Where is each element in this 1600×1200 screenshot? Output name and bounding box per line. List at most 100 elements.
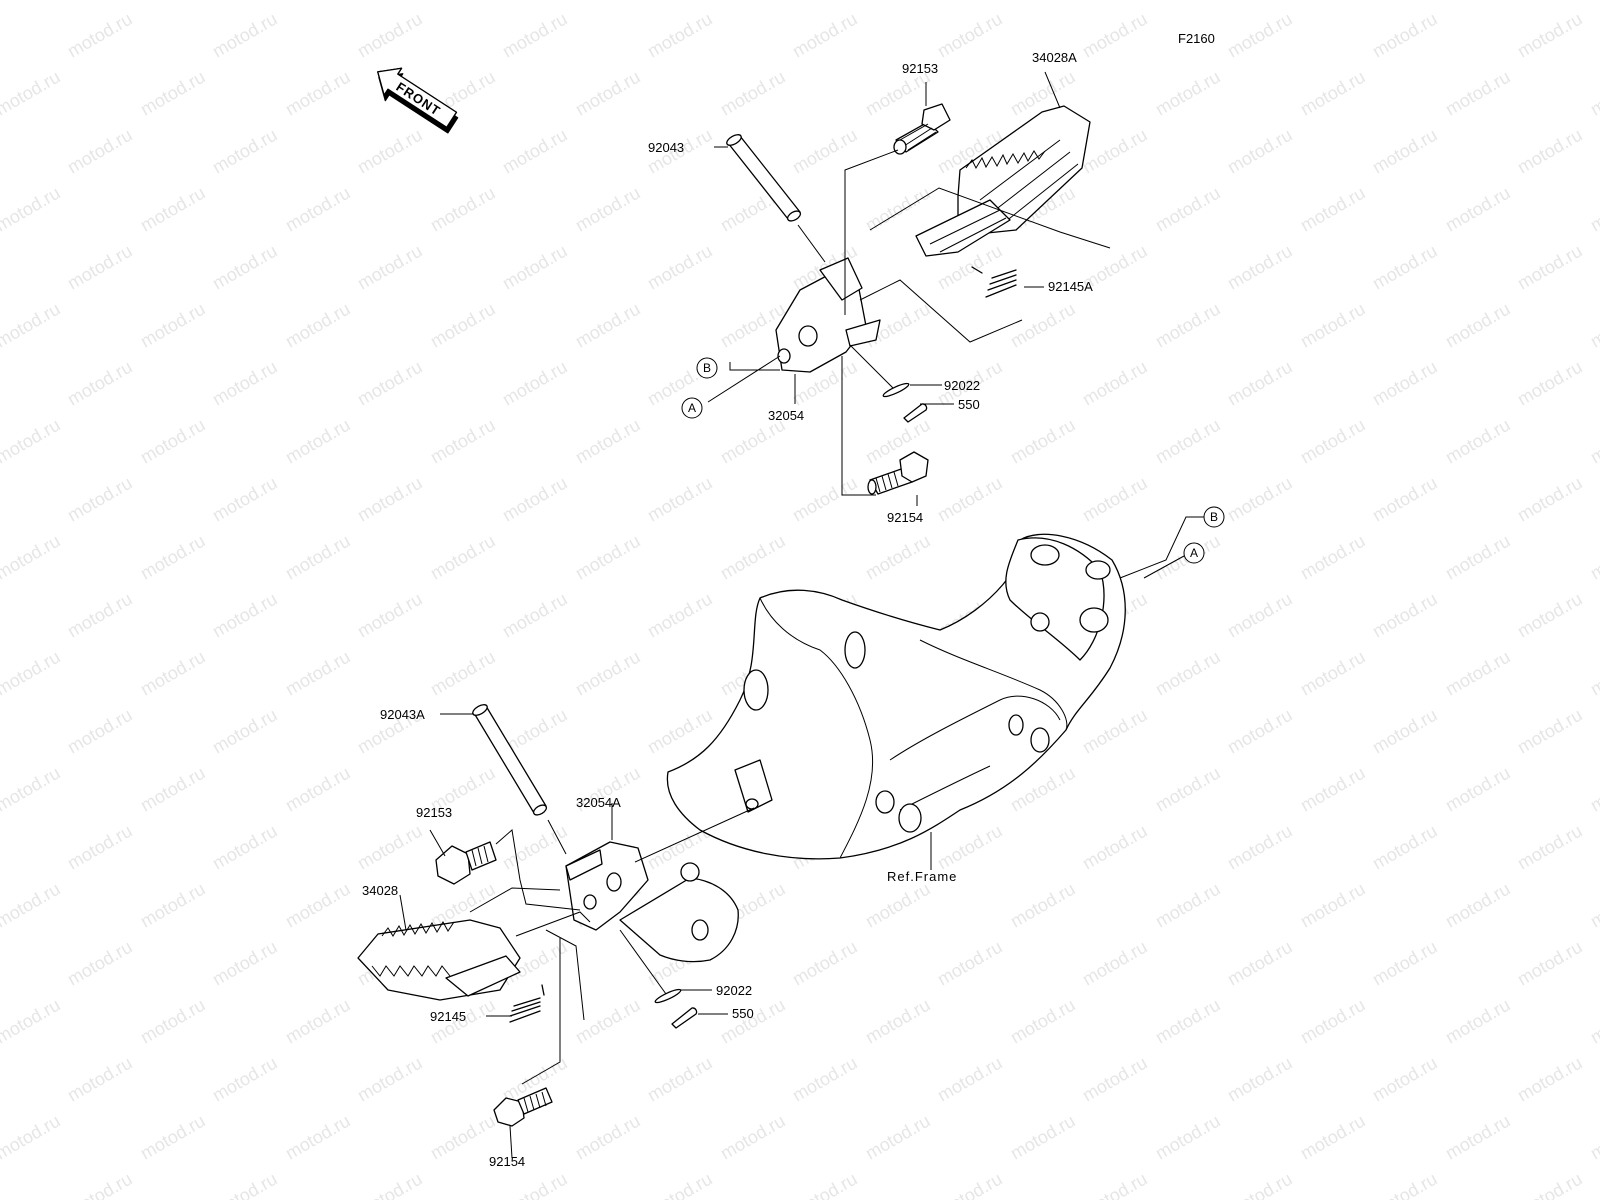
watermark-text: motod.ru (862, 0, 934, 3)
watermark-text: motod.ru (572, 647, 644, 700)
watermark-text: motod.ru (1079, 1053, 1151, 1106)
watermark-text: motod.ru (0, 531, 64, 584)
watermark-text: motod.ru (1514, 357, 1586, 410)
watermark-text: motod.ru (1079, 125, 1151, 178)
watermark-text: motod.ru (1224, 937, 1296, 990)
bolt-92154-top-icon (867, 451, 929, 495)
watermark-text: motod.ru (209, 1053, 281, 1106)
watermark-text: motod.ru (1514, 1169, 1586, 1200)
watermark-text: motod.ru (1007, 415, 1079, 468)
watermark-text: motod.ru (1152, 0, 1224, 3)
watermark-text: motod.ru (1297, 67, 1369, 120)
watermark-text: motod.ru (934, 1053, 1006, 1106)
watermark-text: motod.ru (282, 415, 354, 468)
lower-leader-lines (399, 713, 932, 1159)
label-34028A: 34028A (1032, 50, 1077, 65)
watermark-text: motod.ru (427, 1111, 499, 1164)
watermark-text: motod.ru (1297, 763, 1369, 816)
watermark-text: motod.ru (1442, 183, 1514, 236)
frame-icon (666, 533, 1126, 860)
watermark-text: motod.ru (209, 125, 281, 178)
watermark-text: motod.ru (1007, 995, 1079, 1048)
watermark-text: motod.ru (282, 763, 354, 816)
watermark-text: motod.ru (644, 9, 716, 62)
ref-marker-B-upper: B (696, 357, 718, 379)
watermark-text: motod.ru (282, 0, 354, 3)
washer-92022-bottom-icon (654, 988, 682, 1004)
ref-marker-B-upper-label: B (703, 361, 711, 375)
watermark-text: motod.ru (862, 879, 934, 932)
ref-marker-B-right: B (1119, 506, 1225, 579)
watermark-text: motod.ru (1514, 589, 1586, 642)
watermark-text: motod.ru (1079, 357, 1151, 410)
watermark-text: motod.ru (862, 995, 934, 1048)
watermark-text: motod.ru (137, 647, 209, 700)
bracket-32054A-icon (565, 841, 739, 963)
watermark-text: motod.ru (1152, 1111, 1224, 1164)
watermark-text: motod.ru (1079, 937, 1151, 990)
label-92153-top: 92153 (902, 61, 938, 76)
watermark-text: motod.ru (862, 1111, 934, 1164)
label-92154-bottom: 92154 (489, 1154, 525, 1169)
watermark-text: motod.ru (354, 589, 426, 642)
figure-code: F2160 (1178, 31, 1215, 46)
watermark-text: motod.ru (499, 1169, 571, 1200)
label-92153-bottom: 92153 (416, 805, 452, 820)
upper-leader-lines (707, 71, 1111, 506)
watermark-text: motod.ru (354, 821, 426, 874)
washer-92022-top-icon (882, 382, 910, 398)
cotter-pin-550-bottom-icon (671, 1007, 698, 1029)
ref-marker-A-upper: A (681, 397, 703, 419)
watermark-text: motod.ru (717, 0, 789, 3)
watermark-text: motod.ru (0, 183, 64, 236)
ref-marker-A-right-label: A (1190, 546, 1198, 560)
spring-92145A-icon (971, 266, 1017, 298)
watermark-text: motod.ru (1297, 415, 1369, 468)
label-ref-frame: Ref.Frame (887, 869, 957, 884)
watermark-text: motod.ru (1224, 473, 1296, 526)
label-34028: 34028 (362, 883, 398, 898)
watermark-text: motod.ru (934, 1169, 1006, 1200)
watermark-text: motod.ru (1152, 67, 1224, 120)
watermark-text: motod.ru (64, 357, 136, 410)
watermark-text: motod.ru (64, 937, 136, 990)
watermark-text: motod.ru (137, 531, 209, 584)
watermark-text: motod.ru (572, 415, 644, 468)
watermark-text: motod.ru (644, 1169, 716, 1200)
watermark-text: motod.ru (1514, 9, 1586, 62)
watermark-text: motod.ru (64, 125, 136, 178)
watermark-text: motod.ru (1514, 125, 1586, 178)
watermark-text: motod.ru (427, 183, 499, 236)
watermark-text: motod.ru (0, 647, 64, 700)
ref-marker-A-upper-label: A (688, 401, 696, 415)
watermark-text: motod.ru (64, 821, 136, 874)
watermark-text: motod.ru (1369, 125, 1441, 178)
pin-92043A-icon (472, 704, 548, 816)
watermark-text: motod.ru (1587, 531, 1600, 584)
watermark-text: motod.ru (1224, 1053, 1296, 1106)
watermark-text: motod.ru (209, 357, 281, 410)
watermark-text: motod.ru (0, 763, 64, 816)
watermark-text: motod.ru (1369, 241, 1441, 294)
watermark-text: motod.ru (934, 9, 1006, 62)
ref-marker-A-right: A (1143, 542, 1205, 579)
watermark-text: motod.ru (789, 1169, 861, 1200)
watermark-text: motod.ru (1442, 879, 1514, 932)
watermark-text: motod.ru (1152, 415, 1224, 468)
watermark-text: motod.ru (862, 531, 934, 584)
watermark-text: motod.ru (644, 241, 716, 294)
watermark-text: motod.ru (1152, 647, 1224, 700)
watermark-text: motod.ru (1442, 995, 1514, 1048)
watermark-text: motod.ru (137, 299, 209, 352)
watermark-text: motod.ru (209, 9, 281, 62)
watermark-text: motod.ru (64, 589, 136, 642)
watermark-text: motod.ru (427, 299, 499, 352)
watermark-text: motod.ru (1442, 1111, 1514, 1164)
watermark-text: motod.ru (64, 473, 136, 526)
label-550-top: 550 (958, 397, 980, 412)
watermark-text: motod.ru (1224, 125, 1296, 178)
watermark-text: motod.ru (1514, 1053, 1586, 1106)
watermark-text: motod.ru (717, 531, 789, 584)
watermark-text: motod.ru (282, 1111, 354, 1164)
watermark-text: motod.ru (1007, 299, 1079, 352)
